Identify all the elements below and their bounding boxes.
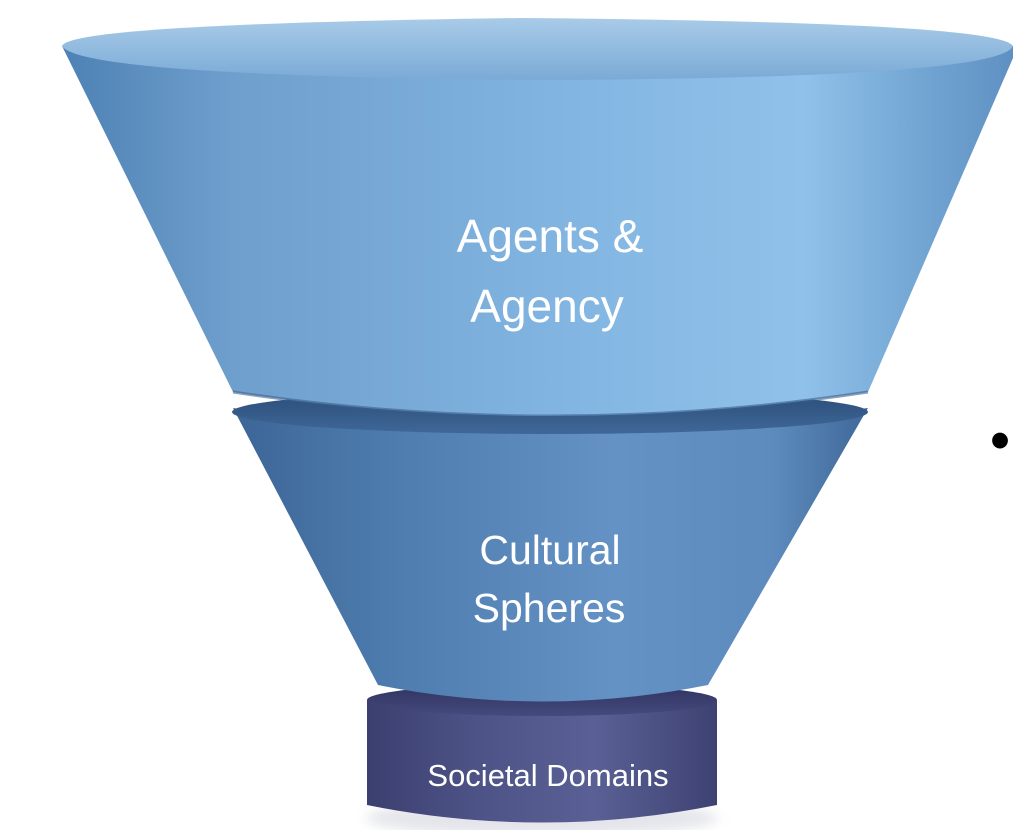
tier-rim-edge — [232, 390, 869, 418]
bullet-point-icon: • — [990, 408, 1010, 473]
tier-body — [62, 46, 1013, 416]
tier-body — [233, 408, 868, 702]
tier-body — [367, 700, 717, 823]
tier-societal-domains — [366, 684, 718, 830]
tier-label-cultural-line1: Cultural — [479, 527, 620, 573]
tier-rim — [62, 18, 1013, 80]
tier-label-cultural-line2: Spheres — [473, 585, 626, 631]
tier-agents-agency — [62, 18, 1013, 418]
tier-label-agents-line1: Agents & — [457, 210, 644, 262]
tier-label-agents-line2: Agency — [470, 280, 623, 332]
tier-label-societal: Societal Domains — [427, 758, 668, 793]
